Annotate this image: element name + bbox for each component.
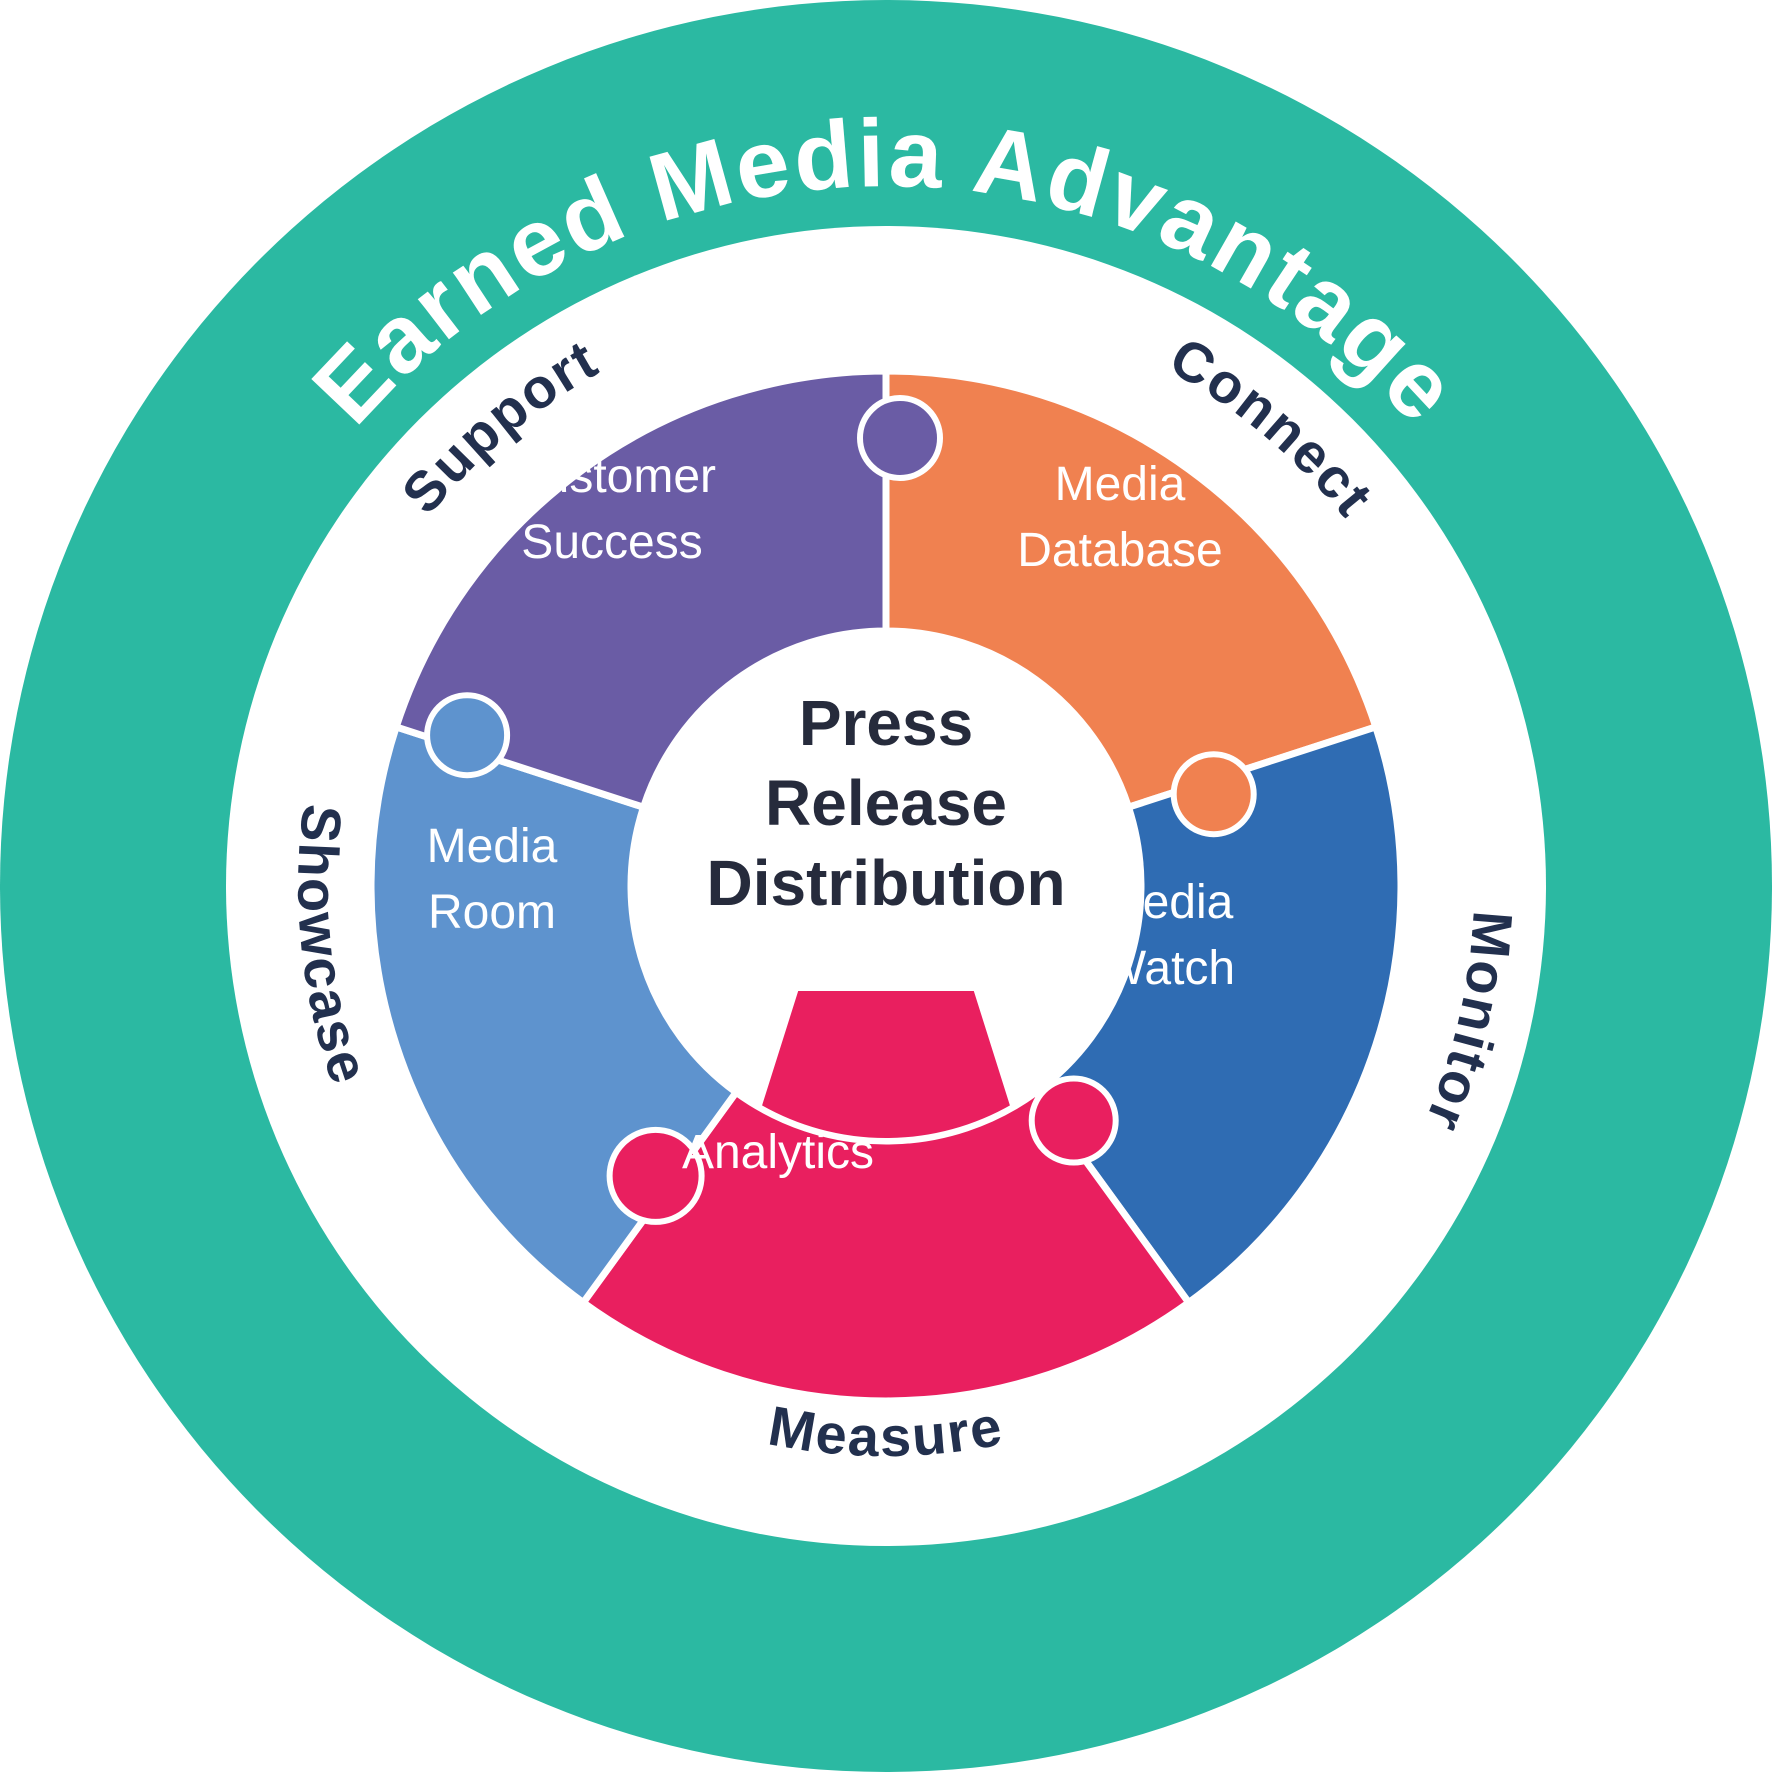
puzzle-knob-analytics-left-icon [606, 1126, 705, 1225]
svg-text:Media: Media [427, 820, 558, 873]
svg-text:Watch: Watch [1101, 942, 1235, 995]
puzzle-knob-media-database-icon [1170, 751, 1257, 838]
segment-label-analytics: Analytics [682, 1126, 874, 1179]
svg-text:Database: Database [1017, 524, 1222, 577]
segment-media-watch [1032, 723, 1405, 1307]
segment-label-customer-success: Customer Success [508, 450, 716, 569]
svg-text:Release: Release [765, 767, 1007, 839]
segment-label-media-watch: Media Watch [1101, 876, 1235, 995]
segment-label-media-database: Media Database [1017, 458, 1222, 577]
svg-text:Media: Media [1055, 458, 1186, 511]
svg-text:Room: Room [428, 886, 556, 939]
segment-customer-success [392, 367, 890, 811]
svg-text:Customer: Customer [508, 450, 716, 503]
segment-media-database [882, 367, 1380, 811]
svg-text:Distribution: Distribution [706, 847, 1065, 919]
puzzle-knob-media-room-icon [424, 692, 511, 779]
segment-label-media-room: Media Room [427, 820, 558, 939]
center-title: Press Release Distribution [706, 687, 1065, 919]
svg-text:Press: Press [799, 687, 973, 759]
center-circle [634, 634, 1138, 1138]
analytics-tab-icon [754, 985, 1018, 1144]
puzzle-knob-analytics-right-icon [1028, 1075, 1119, 1166]
svg-text:Media: Media [1103, 876, 1234, 929]
puzzle-knob-customer-success-icon [857, 395, 943, 481]
ring-label-measure: Measure [764, 1393, 1008, 1468]
svg-text:Analytics: Analytics [682, 1126, 874, 1179]
svg-text:Success: Success [521, 516, 702, 569]
